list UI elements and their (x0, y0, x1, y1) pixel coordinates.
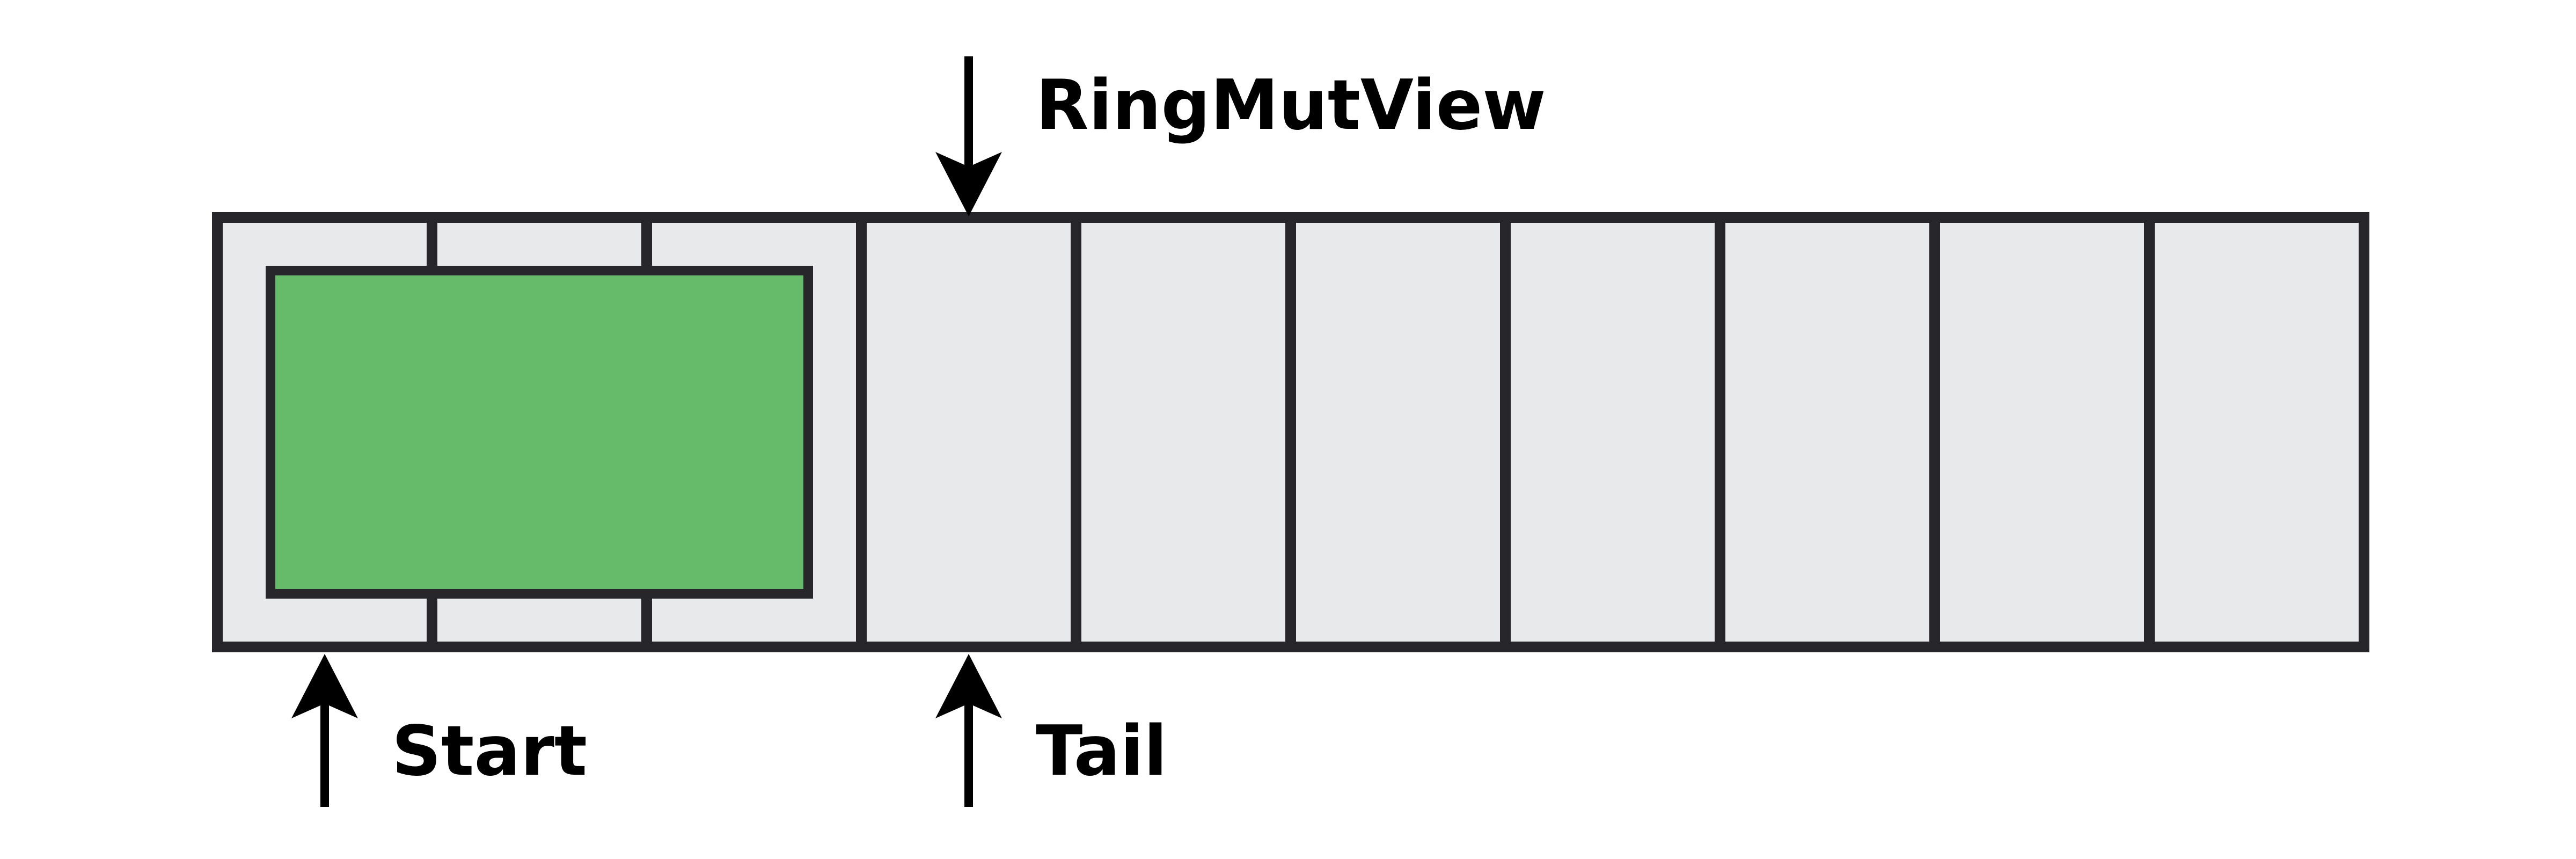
tail-label: Tail (1036, 711, 1167, 791)
filled-region (266, 266, 813, 599)
ringmutview-label: RingMutView (1036, 65, 1546, 145)
pointer-ringmutview: RingMutView (935, 56, 1546, 216)
ringmutview-arrow-icon (935, 56, 1002, 216)
pointer-tail: Tail (935, 654, 1167, 807)
pointer-start: Start (291, 654, 587, 807)
start-arrow-icon (291, 654, 358, 807)
start-label: Start (392, 711, 587, 791)
tail-arrow-icon (935, 654, 1002, 807)
buffer-array (212, 212, 2369, 652)
